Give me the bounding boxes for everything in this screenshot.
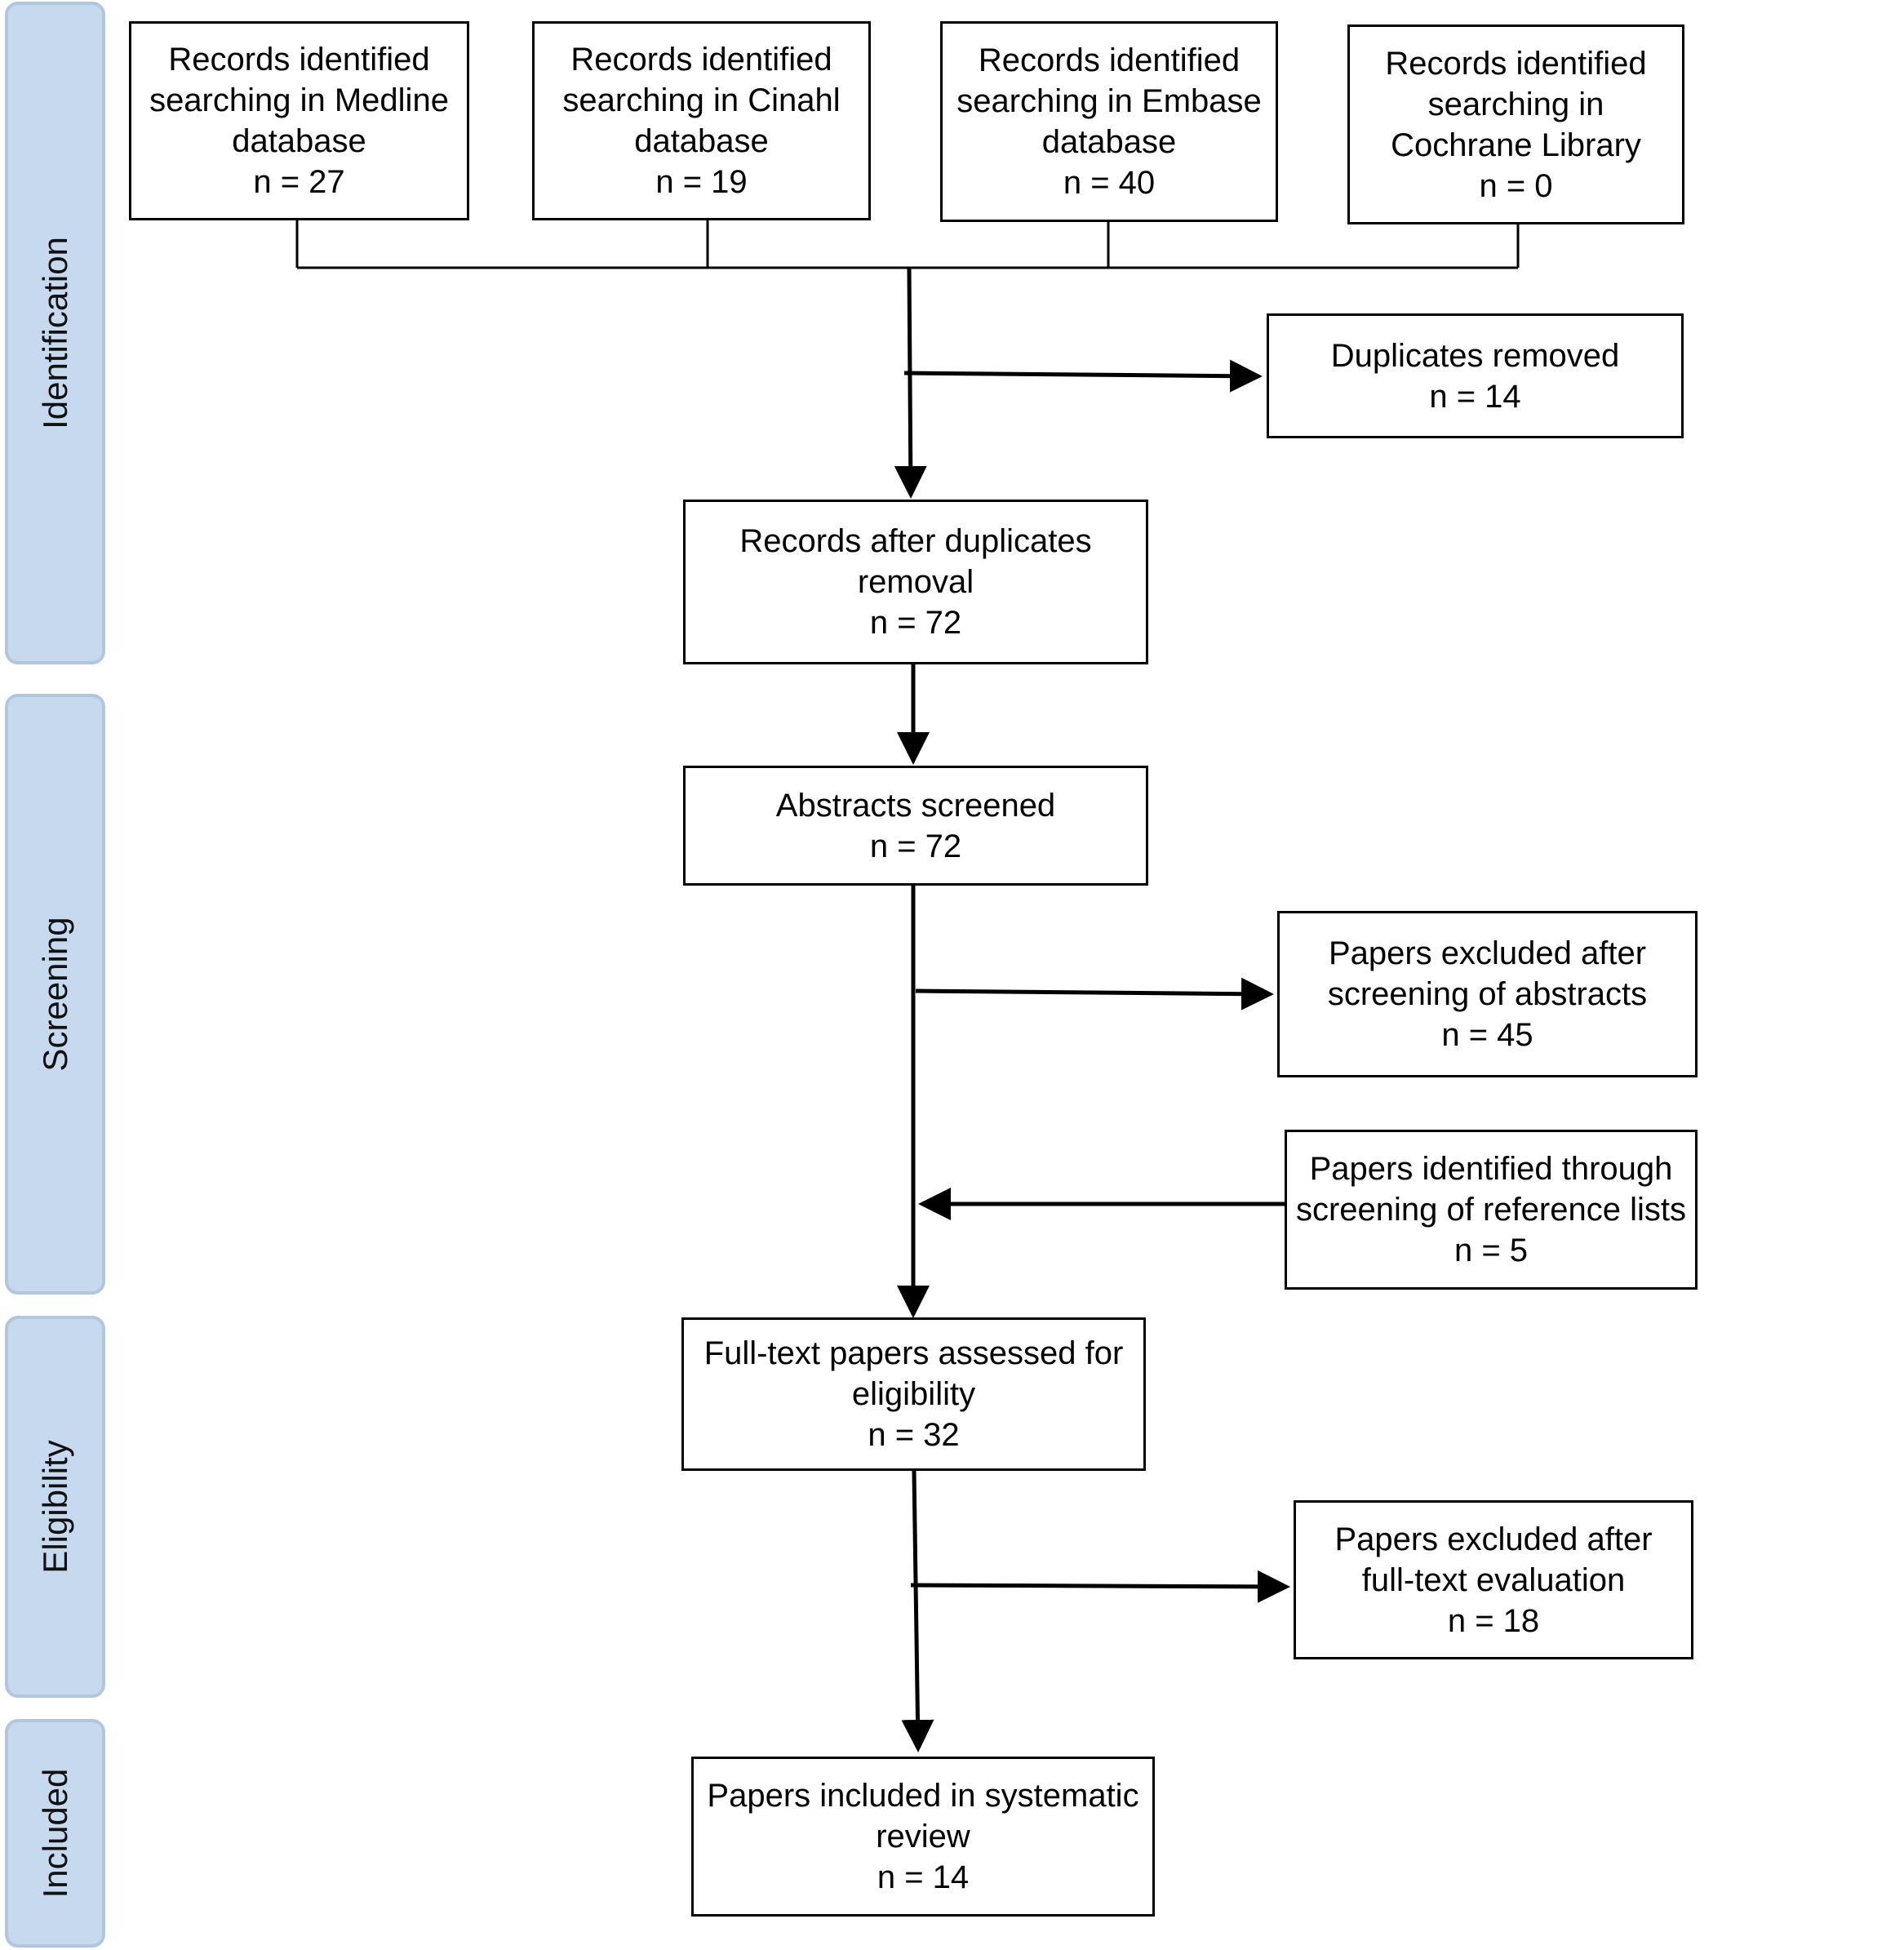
- excluded-full-text-line: full-text evaluation: [1361, 1561, 1626, 1598]
- included-review-count: n = 14: [877, 1859, 970, 1895]
- excluded-abstracts-box: Papers excluded after screening of abstr…: [1277, 911, 1698, 1077]
- included-review-line: review: [876, 1819, 970, 1854]
- source-box-medline: Records identified searching in Medline …: [129, 21, 469, 220]
- full-text-line: eligibility: [851, 1376, 976, 1412]
- source-box-line: Cochrane Library: [1391, 127, 1641, 163]
- phase-tab-identification: Identification: [5, 2, 105, 664]
- full-text-box: Full-text papers assessed for eligibilit…: [681, 1317, 1146, 1471]
- source-box-count: n = 40: [1063, 165, 1156, 201]
- after-duplicates-box: Records after duplicates removal n = 72: [683, 500, 1148, 664]
- excluded-full-text-line: Papers excluded after: [1334, 1521, 1653, 1557]
- reference-lists-line: Papers identified through: [1309, 1151, 1673, 1187]
- source-box-count: n = 27: [253, 164, 345, 200]
- source-box-cinahl: Records identified searching in Cinahl d…: [532, 21, 871, 220]
- abstracts-screened-box: Abstracts screened n = 72: [683, 766, 1148, 886]
- excluded-full-text-box: Papers excluded after full-text evaluati…: [1294, 1500, 1693, 1659]
- excluded-abstracts-line: screening of abstracts: [1327, 976, 1648, 1012]
- source-box-line: database: [232, 123, 366, 159]
- source-box-count: n = 0: [1479, 167, 1553, 204]
- full-text-line: Full-text papers assessed for: [703, 1335, 1124, 1371]
- duplicates-removed-box: Duplicates removed n = 14: [1267, 313, 1684, 438]
- reference-lists-box: Papers identified through screening of r…: [1285, 1130, 1698, 1290]
- included-review-box: Papers included in systematic review n =…: [691, 1757, 1155, 1917]
- source-box-cochrane: Records identified searching in Cochrane…: [1347, 24, 1684, 224]
- source-box-embase: Records identified searching in Embase d…: [940, 21, 1278, 222]
- arrow-to-after-duplicates: [894, 267, 927, 499]
- duplicates-removed-count: n = 14: [1429, 378, 1521, 415]
- abstracts-screened-label: Abstracts screened: [775, 787, 1056, 824]
- source-box-line: searching in: [1427, 86, 1604, 122]
- source-box-line: searching in Embase: [956, 83, 1262, 119]
- arrow-to-included-review: [901, 1470, 934, 1752]
- source-box-line: Records identified: [1385, 45, 1647, 82]
- source-box-line: database: [634, 123, 769, 159]
- source-box-line: Records identified: [570, 42, 832, 78]
- excluded-full-text-count: n = 18: [1447, 1602, 1540, 1639]
- included-review-line: Papers included in systematic: [707, 1778, 1139, 1814]
- arrow-to-duplicates-removed: [903, 359, 1263, 393]
- full-text-count: n = 32: [868, 1417, 960, 1453]
- phase-tab-eligibility: Eligibility: [5, 1316, 105, 1698]
- excluded-abstracts-count: n = 45: [1441, 1017, 1533, 1053]
- after-duplicates-line: Records after duplicates: [739, 523, 1092, 559]
- source-box-line: searching in Medline: [149, 82, 449, 118]
- phase-tab-included: Included: [5, 1719, 105, 1948]
- duplicates-removed-label: Duplicates removed: [1330, 337, 1620, 374]
- reference-lists-line: screening of reference lists: [1295, 1192, 1686, 1228]
- source-box-count: n = 19: [655, 164, 748, 200]
- after-duplicates-count: n = 72: [869, 605, 962, 641]
- source-box-line: Records identified: [978, 42, 1240, 78]
- source-box-line: searching in Cinahl: [562, 82, 841, 118]
- excluded-abstracts-line: Papers excluded after: [1328, 935, 1647, 971]
- arrow-to-excluded-abstracts: [915, 977, 1274, 1011]
- abstracts-screened-count: n = 72: [869, 828, 962, 864]
- source-box-line: database: [1041, 124, 1177, 160]
- arrow-to-excluded-full-text: [910, 1570, 1290, 1603]
- reference-lists-count: n = 5: [1454, 1233, 1529, 1268]
- source-box-line: Records identified: [168, 42, 430, 78]
- phase-tab-screening: Screening: [5, 694, 105, 1295]
- after-duplicates-line: removal: [857, 564, 974, 600]
